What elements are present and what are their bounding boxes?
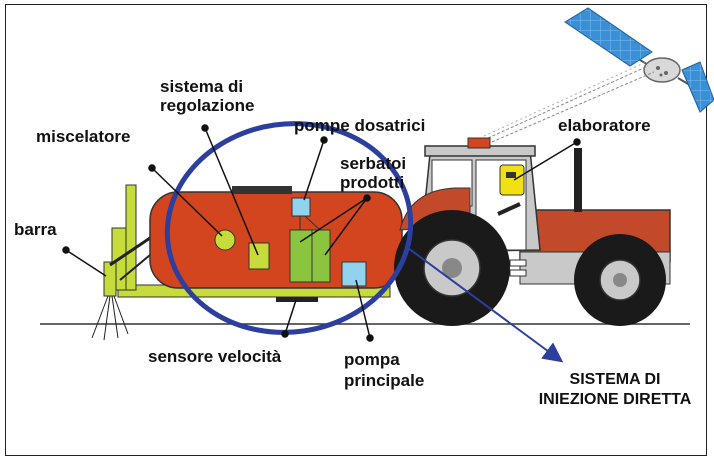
label-system-line1: SISTEMA DI xyxy=(569,371,661,388)
label-barra: barra xyxy=(14,220,57,239)
label-serbatoi-line1: serbatoi xyxy=(340,154,407,173)
label-elaboratore: elaboratore xyxy=(558,116,651,135)
label-sistema-line2: regolazione xyxy=(160,96,255,115)
direct-injection-ellipse xyxy=(164,121,414,335)
slide-frame xyxy=(5,4,707,456)
label-system-line2: INIEZIONE DIRETTA xyxy=(538,391,692,408)
pointer-lines xyxy=(62,124,581,342)
satellite-beam xyxy=(483,61,655,143)
label-sensore-velocita: sensore velocità xyxy=(148,347,282,366)
label-pompa-line2: principale xyxy=(344,371,425,390)
label-miscelatore: miscelatore xyxy=(36,127,131,146)
label-pompa-line1: pompa xyxy=(344,350,400,369)
label-serbatoi-line2: prodotti xyxy=(340,173,405,192)
label-pompe-dosatrici: pompe dosatrici xyxy=(294,116,426,135)
sprayer-tank-icon xyxy=(91,184,403,341)
label-sistema-line1: sistema di xyxy=(160,77,244,96)
satellite-icon xyxy=(564,7,714,113)
tractor-icon xyxy=(394,137,671,326)
ellipse-arrow xyxy=(407,247,564,363)
